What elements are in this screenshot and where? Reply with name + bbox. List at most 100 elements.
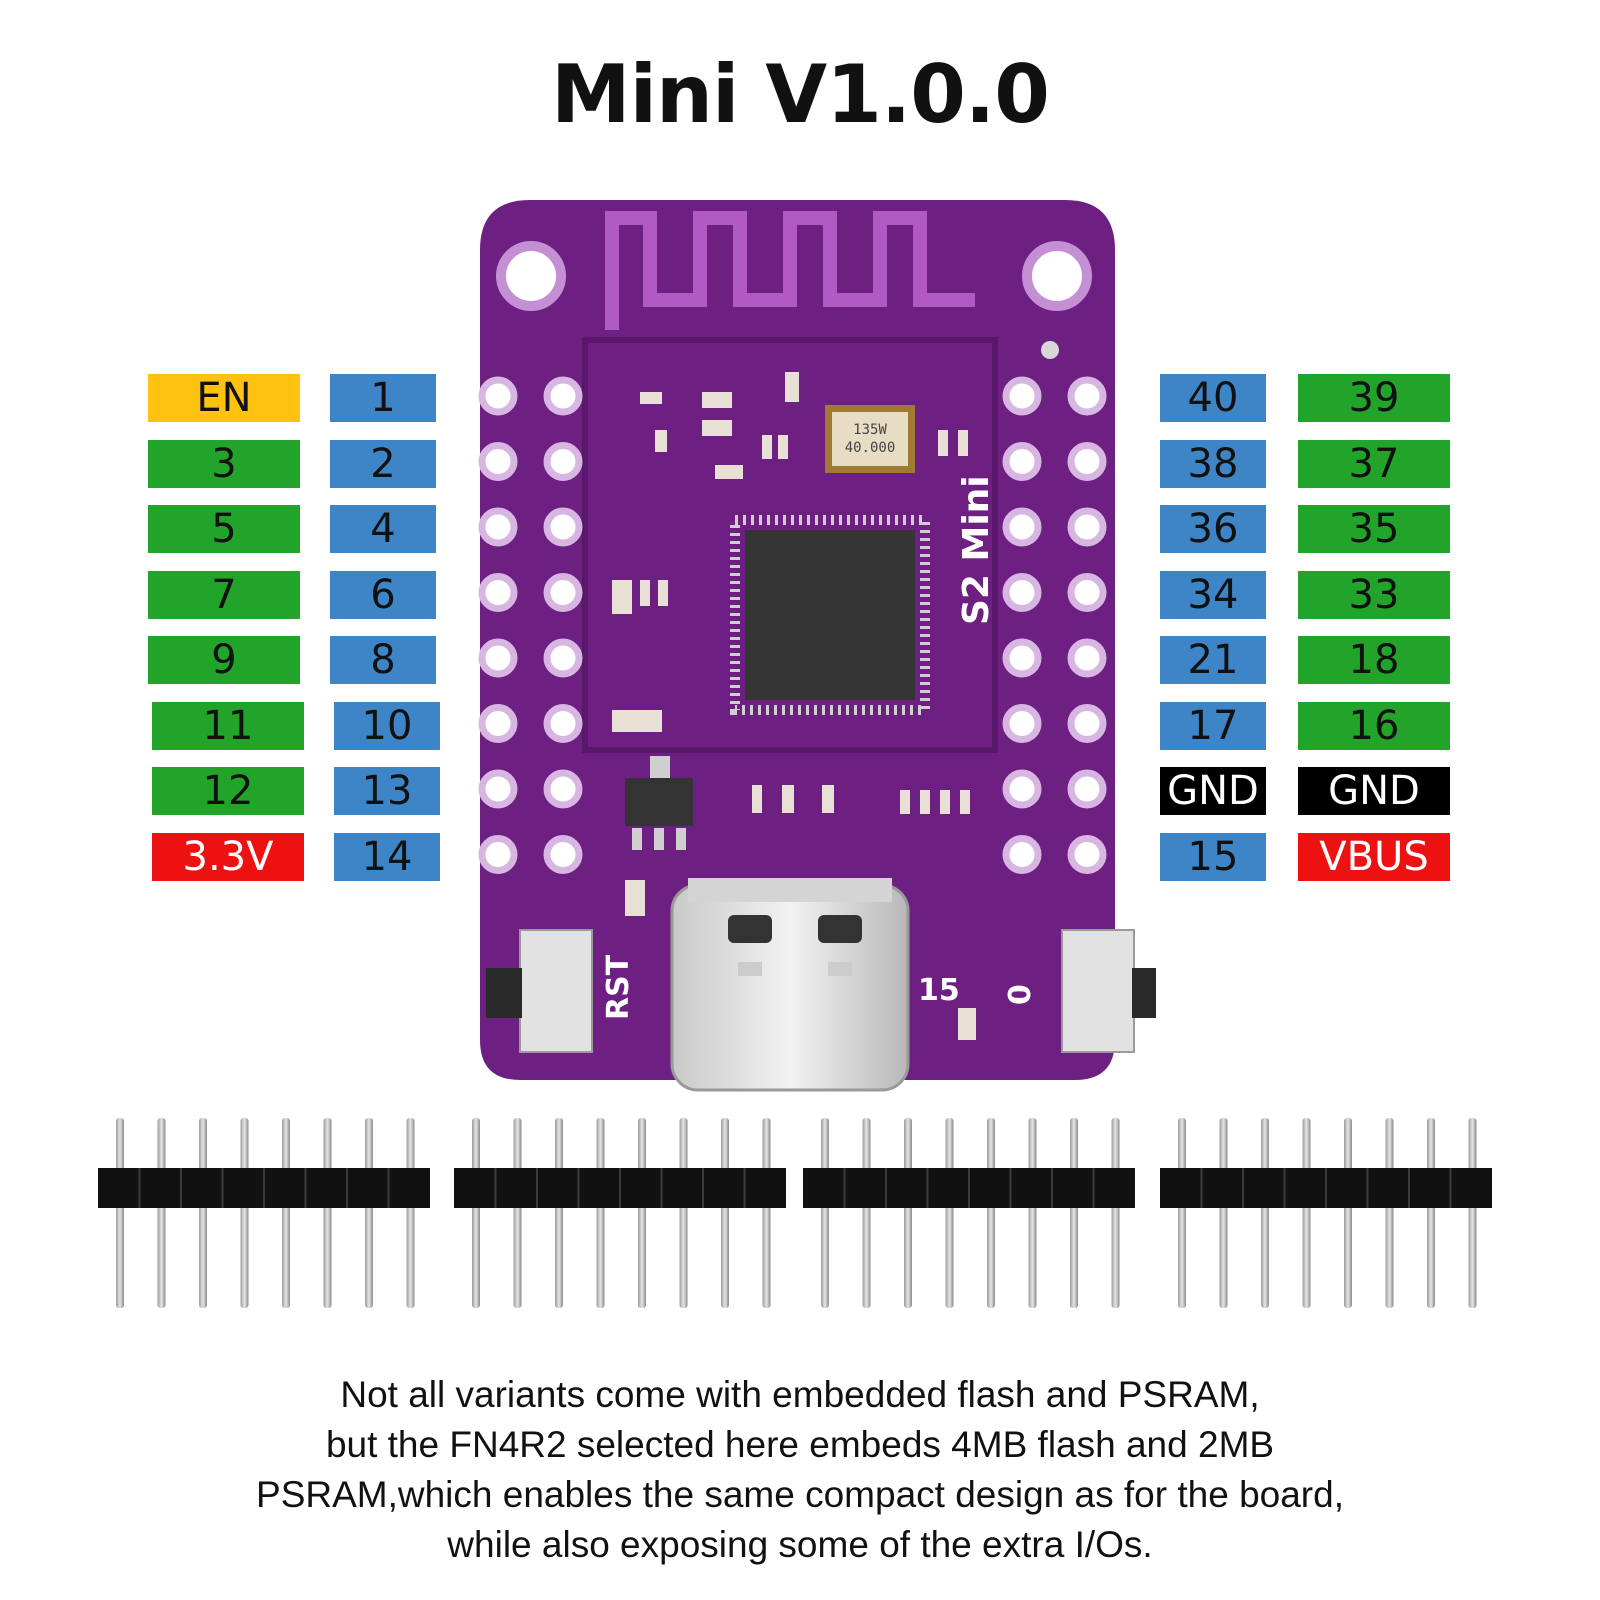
boot-button: [1061, 929, 1135, 1053]
through-hole-pad: [1002, 507, 1042, 547]
through-hole-pad: [478, 442, 518, 481]
pin-label-right-inner: GND: [1160, 767, 1266, 815]
pin-label-right-inner: 21: [1160, 636, 1266, 684]
through-hole-pad: [1002, 442, 1042, 481]
pin-label-left-inner: 8: [330, 636, 436, 684]
caption-line: while also exposing some of the extra I/…: [447, 1524, 1153, 1565]
through-hole-pad: [543, 442, 583, 481]
reset-button: [519, 929, 593, 1053]
header-pin: [1385, 1118, 1394, 1308]
header-pin: [1427, 1118, 1435, 1308]
header-pin: [472, 1118, 480, 1308]
pin-label-left-inner: 6: [330, 570, 436, 619]
header-pin: [762, 1118, 771, 1308]
header-strip: [1160, 1118, 1492, 1308]
caption: Not all variants come with embedded flas…: [0, 1370, 1600, 1570]
header-pin: [157, 1118, 166, 1308]
through-hole-pad: [478, 573, 518, 612]
pin-label-right-outer: 18: [1298, 636, 1450, 684]
pin-label-left-outer: 7: [148, 570, 300, 619]
header-pin: [638, 1118, 646, 1308]
through-hole-pad: [478, 704, 518, 743]
pin-label-left-inner: 14: [334, 832, 440, 881]
header-pin: [1028, 1118, 1037, 1308]
header-pin: [821, 1118, 829, 1308]
header-pin: [862, 1118, 871, 1308]
pin-label-right-inner: 34: [1160, 570, 1266, 619]
header-pin: [406, 1118, 415, 1308]
crystal-marking-2: 40.000: [845, 440, 896, 456]
voltage-regulator: [625, 778, 693, 826]
through-hole-pad: [543, 704, 583, 743]
through-hole-pad: [478, 638, 518, 678]
header-pin: [679, 1118, 688, 1308]
through-hole-pad: [543, 769, 583, 809]
pin-label-left-outer: 3: [148, 439, 300, 488]
header-pin: [1302, 1118, 1311, 1308]
esp32-s2-chip: [745, 530, 915, 700]
through-hole-pad: [1067, 835, 1107, 874]
through-hole-pad: [1002, 573, 1042, 612]
pin-pads: [478, 376, 1107, 874]
pin-label-left-inner: 1: [330, 374, 436, 422]
header-pin: [721, 1118, 729, 1308]
fiducial: [1041, 341, 1059, 359]
pin-header-strips: [98, 1118, 1492, 1308]
pin-label-left-outer: 9: [148, 636, 300, 684]
pin-label-left-outer: 11: [152, 701, 304, 750]
pin-label-left-outer: EN: [148, 374, 300, 422]
pin-label-right-inner: 38: [1160, 439, 1266, 488]
antenna-trace: [605, 211, 975, 330]
pin-label-right-outer: 39: [1298, 374, 1450, 422]
crystal-marking-1: 135W: [853, 422, 887, 438]
through-hole-pad: [478, 376, 518, 416]
header-strip: [803, 1118, 1135, 1308]
through-hole-pad: [1067, 573, 1107, 612]
through-hole-pad: [543, 376, 583, 416]
through-hole-pad: [1067, 769, 1107, 809]
header-pin: [323, 1118, 332, 1308]
pin-label-right-inner: 17: [1160, 701, 1266, 750]
header-pin: [513, 1118, 522, 1308]
pin-label-right-inner: 36: [1160, 505, 1266, 553]
rst-label: RST: [601, 954, 636, 1020]
header-pin: [365, 1118, 373, 1308]
usb-c-connector: [670, 883, 910, 1092]
pin-label-right-outer: 33: [1298, 570, 1450, 619]
pin-label-left-inner: 10: [334, 701, 440, 750]
chip-pins-outline: [730, 515, 930, 715]
caption-line: but the FN4R2 selected here embeds 4MB f…: [325, 1424, 1275, 1465]
header-pin: [945, 1118, 954, 1308]
header-pin: [199, 1118, 207, 1308]
header-pin: [1111, 1118, 1120, 1308]
pin-label-left-inner: 2: [330, 439, 436, 488]
through-hole-pad: [1002, 376, 1042, 416]
pin-label-left-outer: 3.3V: [152, 832, 304, 881]
header-pin: [282, 1118, 290, 1308]
boot-label: 0: [1003, 984, 1038, 1005]
pin-label-right-inner: 40: [1160, 374, 1266, 422]
through-hole-pad: [478, 835, 518, 874]
pin-label-left-inner: 4: [330, 505, 436, 553]
through-hole-pad: [543, 573, 583, 612]
header-pin: [1344, 1118, 1352, 1308]
through-hole-pad: [1067, 638, 1107, 678]
caption-line: PSRAM,which enables the same compact des…: [256, 1474, 1344, 1515]
mount-hole-right: [1022, 241, 1092, 311]
through-hole-pad: [478, 769, 518, 809]
pin-label-right-outer: GND: [1298, 767, 1450, 815]
pin-label-left-outer: 5: [148, 505, 300, 553]
through-hole-pad: [543, 638, 583, 678]
through-hole-pad: [478, 507, 518, 547]
through-hole-pad: [1002, 704, 1042, 743]
pin-label-right-outer: 16: [1298, 701, 1450, 750]
page-title: Mini V1.0.0: [551, 48, 1050, 141]
mount-hole-left: [496, 241, 566, 311]
pin-label-right-outer: VBUS: [1298, 832, 1450, 881]
header-pin: [904, 1118, 912, 1308]
through-hole-pad: [1002, 769, 1042, 809]
header-pin: [596, 1118, 605, 1308]
pin-label-left-inner: 13: [334, 767, 440, 815]
board-model-silkscreen: S2 Mini: [956, 475, 997, 625]
header-pin: [987, 1118, 995, 1308]
